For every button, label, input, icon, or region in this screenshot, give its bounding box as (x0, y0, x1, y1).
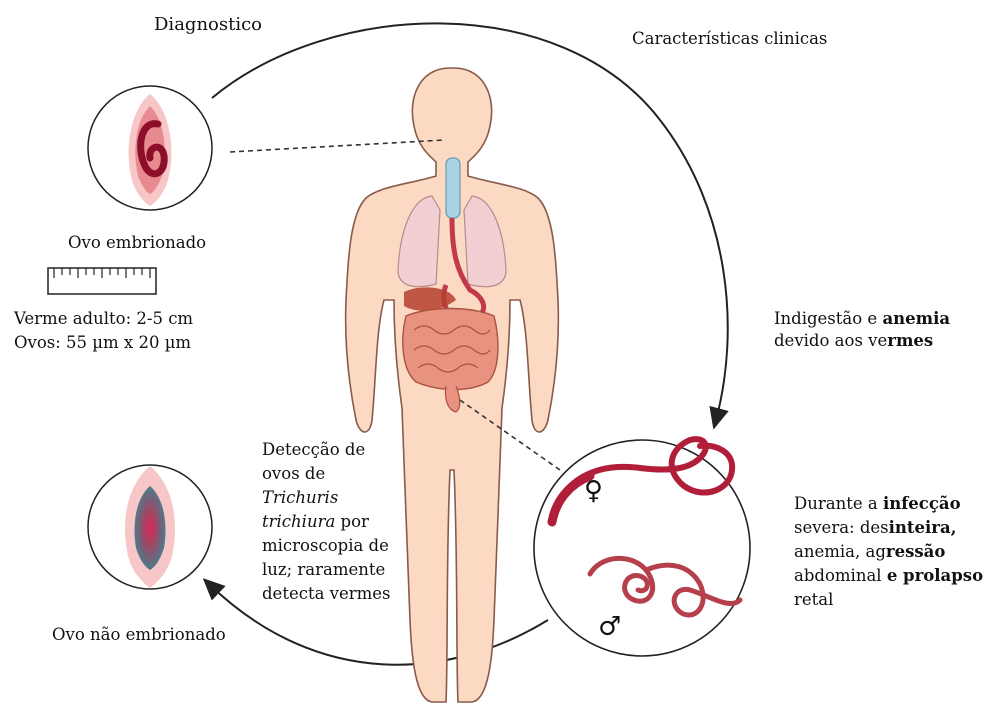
male-symbol: ♂ (598, 616, 621, 638)
deteccao-text: Detecção de ovos de Trichuris trichiura … (262, 438, 391, 606)
human-body (346, 68, 559, 702)
embryonated-egg (88, 86, 212, 210)
verme-adulto-label: Verme adulto: 2-5 cm (14, 308, 193, 330)
pointer-line-egg (230, 140, 444, 152)
ovos-tamanho-label: Ovos: 55 µm x 20 µm (14, 332, 191, 354)
indigestao-text: Indigestão e anemia devido aos vermes (774, 308, 950, 352)
adult-worms (534, 439, 750, 656)
unembryonated-egg (88, 465, 212, 589)
diagnostico-title: Diagnostico (154, 14, 262, 36)
female-symbol: ♀ (584, 480, 603, 502)
ovo-nao-embrionado-label: Ovo não embrionado (52, 624, 226, 646)
caracteristicas-title: Características clinicas (632, 28, 827, 50)
ovo-embrionado-label: Ovo embrionado (68, 232, 206, 254)
ruler-icon (48, 268, 156, 294)
infeccao-text: Durante a infecção severa: desinteira, a… (794, 492, 983, 612)
